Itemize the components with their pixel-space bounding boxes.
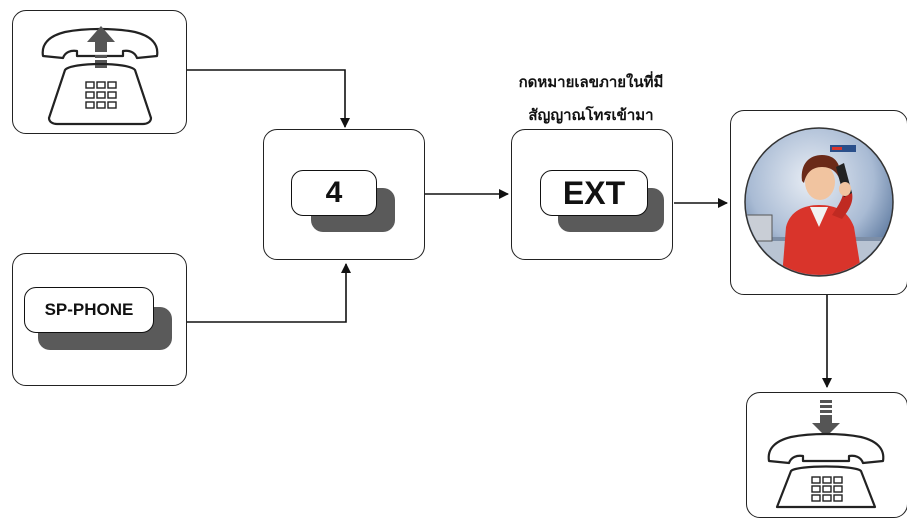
answer-phone-box <box>746 392 907 518</box>
key-4-label: 4 <box>291 170 377 216</box>
sp-phone-label: SP-PHONE <box>24 287 154 333</box>
key-4[interactable]: 4 <box>291 170 395 232</box>
ext-caption-line2: สัญญาณโทรเข้ามา <box>528 106 654 124</box>
sp-phone-box: SP-PHONE <box>12 253 187 386</box>
receptionist-photo-icon <box>744 127 894 277</box>
sp-phone-key[interactable]: SP-PHONE <box>24 287 174 351</box>
arrow-spphone-to-key4 <box>187 263 351 323</box>
phone-arrow-down-icon <box>767 400 885 509</box>
ext-key-label: EXT <box>540 170 648 216</box>
key-4-box: 4 <box>263 129 425 260</box>
ext-key[interactable]: EXT <box>540 170 666 234</box>
trunk-phone-box <box>12 10 187 134</box>
arrow-phone-to-key4 <box>187 69 350 128</box>
ext-caption-line1: กดหมายเลขภายในที่มี <box>518 73 664 91</box>
phone-arrow-up-icon <box>41 26 159 126</box>
operator-box <box>730 110 907 295</box>
ext-box: EXT <box>511 129 673 260</box>
